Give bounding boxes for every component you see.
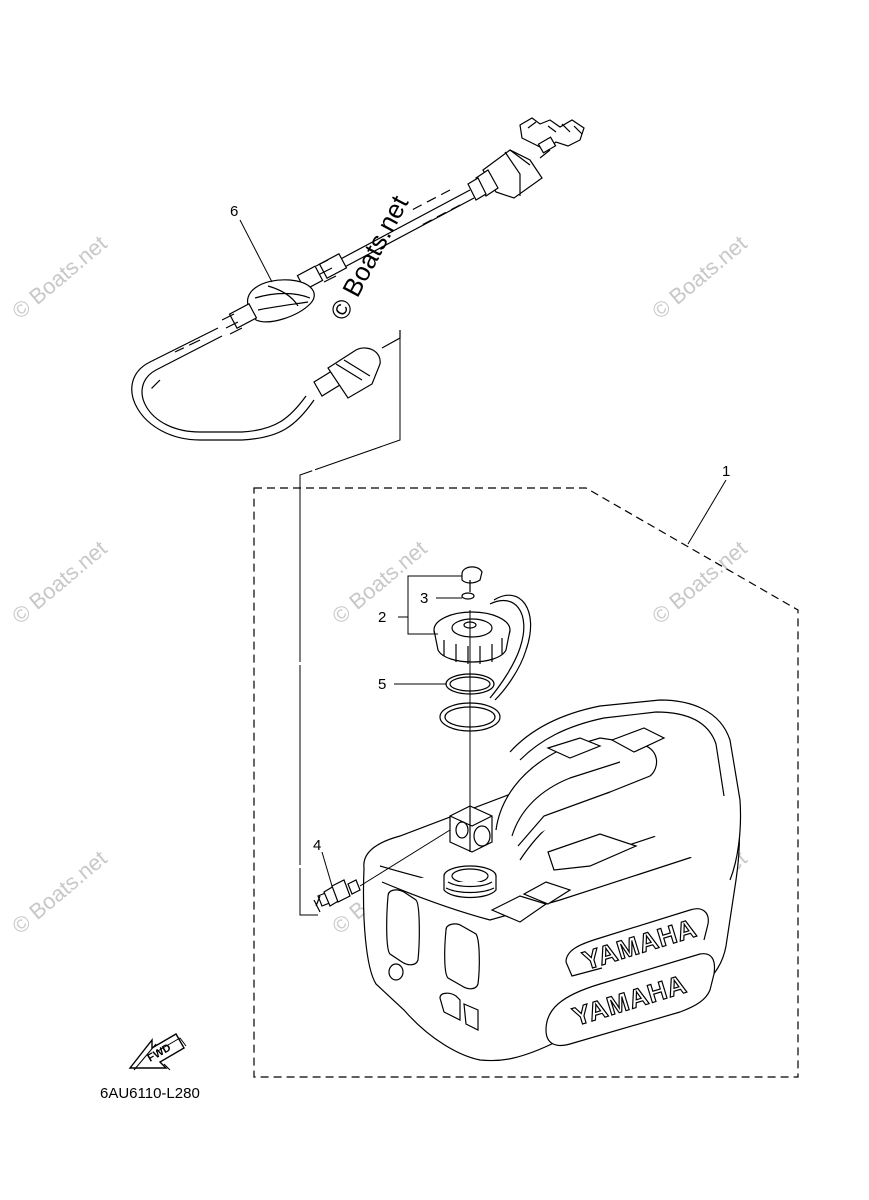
primer-bulb-icon bbox=[247, 279, 315, 323]
fuel-cap-icon bbox=[433, 566, 532, 701]
hose-fitting-icon bbox=[221, 302, 258, 335]
part-label-3: 3 bbox=[420, 590, 428, 607]
hose-connector-icon bbox=[313, 879, 361, 913]
part-label-1: 1 bbox=[722, 463, 730, 480]
tank-connector-icon bbox=[313, 347, 381, 399]
part-label-6: 6 bbox=[230, 203, 238, 220]
watermark: © Boats.net bbox=[647, 536, 751, 629]
fuel-hose-assembly bbox=[131, 117, 585, 916]
watermark: © Boats.net bbox=[7, 536, 111, 629]
part-label-2: 2 bbox=[378, 609, 386, 626]
watermark: © Boats.net bbox=[7, 846, 111, 939]
watermark: © Boats.net bbox=[7, 231, 111, 324]
diagram-reference-code: 6AU6110-L280 bbox=[100, 1085, 200, 1102]
fwd-arrow-icon: FWD bbox=[128, 1033, 187, 1071]
watermark: © Boats.net bbox=[647, 231, 751, 324]
engine-connector-icon bbox=[519, 117, 585, 159]
part-label-4: 4 bbox=[313, 837, 321, 854]
label-bracket bbox=[398, 575, 462, 635]
part-label-5: 5 bbox=[378, 676, 386, 693]
assembly-boundary bbox=[253, 487, 799, 1078]
connector-body-icon bbox=[467, 149, 543, 201]
fuel-tank-icon bbox=[362, 699, 742, 1062]
